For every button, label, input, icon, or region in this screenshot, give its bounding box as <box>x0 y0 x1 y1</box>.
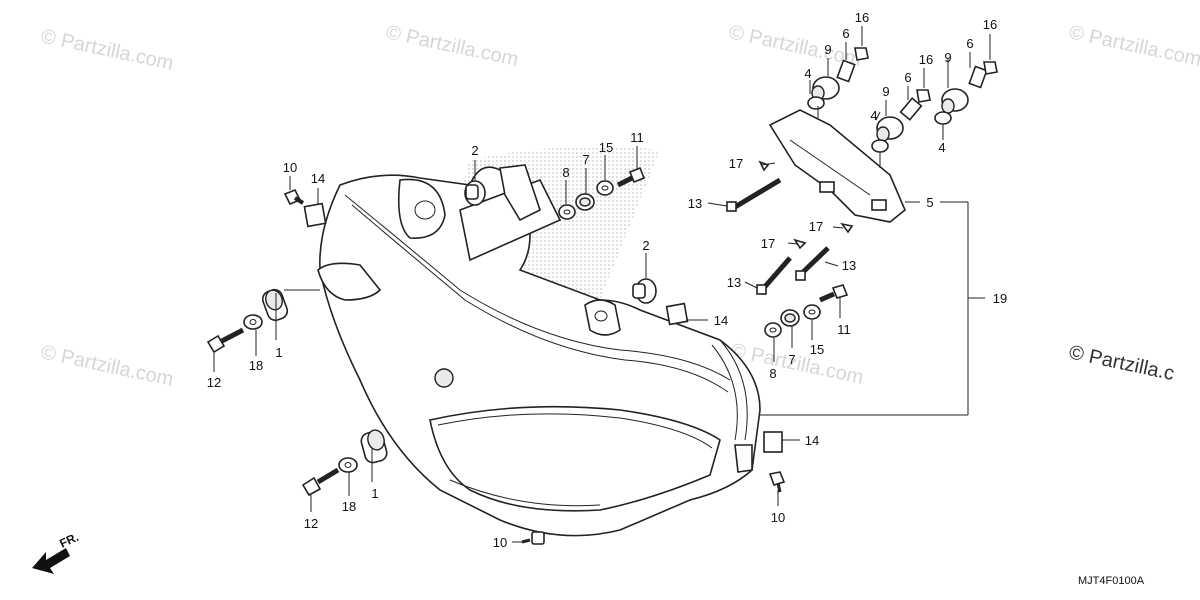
washer-4a <box>807 96 825 110</box>
collar-6b <box>899 97 923 121</box>
clip-nut-14b <box>665 302 689 326</box>
callout-8: 8 <box>562 165 569 180</box>
screw-13a <box>726 177 782 212</box>
callout-13: 13 <box>842 258 856 273</box>
screw-10b <box>768 471 786 493</box>
diagram-code: MJT4F0100A <box>1078 575 1145 587</box>
callout-9: 9 <box>882 84 889 99</box>
clip-17a <box>758 160 770 172</box>
washer-4c <box>934 111 952 125</box>
watermark-dark: © Partzilla.c <box>1067 341 1176 385</box>
callout-14: 14 <box>805 433 819 448</box>
callout-2: 2 <box>471 143 478 158</box>
nut-16a <box>854 47 869 61</box>
callout-10: 10 <box>771 510 785 525</box>
washer-15a <box>596 180 614 196</box>
callout-11: 11 <box>630 130 644 145</box>
callout-4: 4 <box>870 108 877 123</box>
bolt-12b <box>301 467 340 497</box>
callout-13: 13 <box>688 196 702 211</box>
callout-4: 4 <box>938 140 945 155</box>
callout-7: 7 <box>582 152 589 167</box>
callout-9: 9 <box>824 42 831 57</box>
callout-16: 16 <box>983 17 997 32</box>
callout-6: 6 <box>904 70 911 85</box>
callout-1: 1 <box>275 345 282 360</box>
callout-10: 10 <box>493 535 507 550</box>
nut-16c <box>983 61 998 75</box>
collar-6c <box>968 65 988 89</box>
front-label: FR. <box>57 530 80 551</box>
mount-rubber-2b <box>632 278 657 304</box>
callout-15: 15 <box>599 140 613 155</box>
grommet-1a <box>261 288 289 322</box>
screw-10a <box>283 188 305 206</box>
connector <box>499 164 541 222</box>
callout-2: 2 <box>642 238 649 253</box>
washer-18a <box>243 314 263 330</box>
callout-1: 1 <box>371 486 378 501</box>
callout-4: 4 <box>804 66 811 81</box>
grommet-9b <box>876 116 904 142</box>
bolt-12a <box>206 327 245 354</box>
clip-17b <box>793 238 807 250</box>
grommet-1b <box>360 429 388 464</box>
grommet-9c <box>941 88 969 114</box>
washer-15b <box>803 304 821 320</box>
callout-6: 6 <box>842 26 849 41</box>
washer-18b <box>338 457 358 473</box>
watermark: © Partzilla.com <box>1067 21 1200 71</box>
bolt-11b <box>819 284 849 303</box>
screw-10c <box>521 531 545 545</box>
callout-16: 16 <box>919 52 933 67</box>
watermark: © Partzilla.com <box>384 21 520 71</box>
aim-adjuster-5 <box>768 109 906 223</box>
callout-12: 12 <box>304 516 318 531</box>
callout-12: 12 <box>207 375 221 390</box>
callout-14: 14 <box>311 171 325 186</box>
callout-8: 8 <box>769 366 776 381</box>
mount-rubber-2a <box>464 180 486 206</box>
collar-7a <box>575 193 595 211</box>
clip-nut-14c <box>763 431 783 453</box>
callout-19: 19 <box>993 291 1007 306</box>
callout-labels: 1 1 2 2 4 4 4 5 6 6 6 7 7 8 8 9 9 9 10 1… <box>207 10 1007 550</box>
callout-6: 6 <box>966 36 973 51</box>
washer-8b <box>764 322 782 338</box>
washer-4b <box>871 139 889 153</box>
callout-16: 16 <box>855 10 869 25</box>
callout-14: 14 <box>714 313 728 328</box>
clip-17c <box>840 222 854 234</box>
callout-9: 9 <box>944 50 951 65</box>
watermark: © Partzilla.com <box>39 341 175 391</box>
callout-17: 17 <box>809 219 823 234</box>
washer-8a <box>558 204 576 220</box>
callout-15: 15 <box>810 342 824 357</box>
callout-11: 11 <box>837 322 851 337</box>
screw-13c <box>795 246 830 281</box>
callout-5: 5 <box>926 195 933 210</box>
clip-nut-14a <box>303 202 327 228</box>
callout-17: 17 <box>761 236 775 251</box>
callout-17: 17 <box>729 156 743 171</box>
callout-18: 18 <box>249 358 263 373</box>
callout-10: 10 <box>283 160 297 175</box>
nut-16b <box>916 89 931 103</box>
callout-13: 13 <box>727 275 741 290</box>
watermark: © Partzilla.com <box>39 25 175 75</box>
screw-13b <box>756 256 792 295</box>
collar-6a <box>836 59 856 83</box>
front-direction-arrow: FR. <box>32 530 81 574</box>
leader-lines <box>213 26 991 543</box>
callout-7: 7 <box>788 352 795 367</box>
collar-7b <box>780 309 800 327</box>
callout-18: 18 <box>342 499 356 514</box>
